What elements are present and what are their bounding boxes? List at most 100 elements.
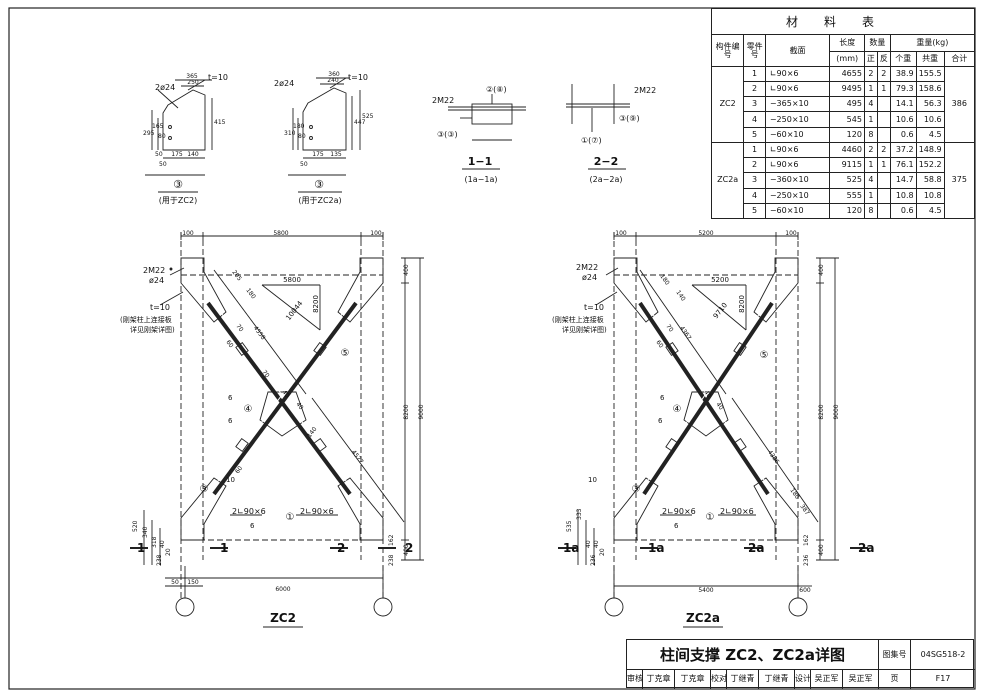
plate-zc2-left-h3: 80 bbox=[158, 133, 166, 140]
zc2a-plate-note-1: t=10 bbox=[584, 303, 604, 312]
weight-total: 10.8 bbox=[915, 187, 945, 204]
length: 120 bbox=[829, 202, 865, 220]
zc2a-weld-10: 10 bbox=[588, 476, 597, 484]
qty-neg bbox=[876, 172, 891, 189]
zc2-member-1: 2∟90×6 bbox=[232, 507, 266, 516]
zc2-cut-2-left: 2 bbox=[337, 541, 345, 555]
length: 120 bbox=[829, 126, 865, 143]
length: 495 bbox=[829, 96, 865, 113]
sheet-border bbox=[8, 7, 976, 690]
plate-zc2-left-h: 295 bbox=[143, 130, 155, 137]
header-qty-neg: 反 bbox=[876, 51, 891, 67]
zc2-plate-note-1: t=10 bbox=[150, 303, 170, 312]
weight-total: 10.6 bbox=[915, 111, 945, 128]
sheet-title: 柱间支撑 ZC2、ZC2a详图 bbox=[627, 640, 879, 670]
plate-zc2-top-inner: 250 bbox=[187, 79, 199, 86]
part-no: 3 bbox=[743, 172, 766, 189]
zc2a-weld-6b: 6 bbox=[660, 394, 665, 402]
zc2a-right-dim-1: 236 bbox=[803, 554, 810, 566]
zc2-inner-dim-6: 180 bbox=[244, 287, 257, 301]
qty-pos: 1 bbox=[863, 111, 878, 128]
zc2-weld-10: 10 bbox=[226, 476, 235, 484]
zc2a-bolt-hole: ø24 bbox=[582, 273, 597, 282]
zc2a-left-dim-3: 40 bbox=[593, 540, 600, 548]
weight-sum: 386 bbox=[943, 65, 976, 143]
weight-each: 14.7 bbox=[889, 172, 917, 189]
weight-each: 14.1 bbox=[889, 96, 917, 113]
plate-zc2a-thickness: t=10 bbox=[348, 73, 368, 82]
zc2a-slope-v: 8200 bbox=[738, 295, 746, 313]
zc2-inner-dim-5: 205 bbox=[230, 269, 243, 283]
section-2-2-label-bottom: ①(⑦) bbox=[581, 136, 602, 145]
plate-zc2-left-h2: 165 bbox=[152, 123, 164, 130]
plate-zc2-thickness: t=10 bbox=[208, 73, 228, 82]
zc2a-left-dim-0: 535 bbox=[566, 520, 573, 532]
zc2-left-dim-0: 520 bbox=[132, 520, 139, 532]
length: 555 bbox=[829, 187, 865, 204]
header-part-no: 零件号 bbox=[743, 34, 766, 67]
weight-total: 155.5 bbox=[915, 65, 945, 82]
plate-zc2a-caption: (用于ZC2a) bbox=[298, 196, 341, 205]
zc2a-dim-bottom-a: 600 bbox=[799, 587, 811, 594]
zc2-plate-note-2: (刚架柱上连接板 bbox=[120, 315, 172, 324]
zc2-dim-bottom-total: 6000 bbox=[275, 586, 290, 593]
weight-each: 0.6 bbox=[889, 202, 917, 220]
member-no: ZC2 bbox=[710, 65, 745, 143]
weight-each: 79.3 bbox=[889, 80, 917, 98]
part-no: 4 bbox=[743, 187, 766, 204]
qty-neg bbox=[876, 96, 891, 113]
zc2-bolt: 2M22 bbox=[143, 266, 165, 275]
plate-zc2a-bolt: 2ø24 bbox=[274, 79, 294, 88]
zc2-weld-6b: 6 bbox=[228, 394, 233, 402]
zc2a-dim-top-left: 100 bbox=[615, 230, 627, 237]
zc2a-cut-1-right: 1a bbox=[648, 541, 664, 555]
zc2-dim-right-total: 9000 bbox=[418, 404, 425, 419]
qty-pos: 2 bbox=[863, 141, 878, 159]
weight-each: 10.6 bbox=[889, 111, 917, 128]
zc2a-mark-5: ⑤ bbox=[760, 350, 769, 361]
zc2a-inner-dim-0: 70 bbox=[664, 323, 674, 333]
part-no: 1 bbox=[743, 141, 766, 159]
qty-neg bbox=[876, 111, 891, 128]
qty-pos: 8 bbox=[863, 202, 878, 220]
length: 545 bbox=[829, 111, 865, 128]
qty-neg bbox=[876, 187, 891, 204]
header-weight: 重量(kg) bbox=[889, 34, 976, 53]
qty-pos: 4 bbox=[863, 96, 878, 113]
header-quantity: 数量 bbox=[863, 34, 891, 53]
plate-zc2a-top-width: 360 bbox=[328, 71, 340, 78]
zc2a-title: ZC2a bbox=[686, 611, 720, 625]
length: 4460 bbox=[829, 141, 865, 159]
zc2-left-dim-5: 238 bbox=[156, 554, 163, 566]
zc2-left-dim-1: 340 bbox=[142, 526, 149, 538]
zc2a-dim-right-total: 9000 bbox=[833, 404, 840, 419]
zc2a-left-dim-4: 20 bbox=[599, 548, 606, 556]
zc2-bolt-hole: ø24 bbox=[149, 276, 164, 285]
zc2-dim-top-right: 100 bbox=[370, 230, 382, 237]
plate-zc2-right-h: 415 bbox=[214, 119, 226, 126]
zc2-weld-6a: 6 bbox=[228, 417, 233, 425]
zc2-mark-4: ④ bbox=[244, 404, 253, 415]
qty-neg: 1 bbox=[876, 80, 891, 98]
section-2-2-label-right: ③(⑨) bbox=[619, 114, 640, 123]
atlas-number: 04SG518-2 bbox=[911, 640, 975, 670]
qty-pos: 1 bbox=[863, 157, 878, 174]
section: −60×10 bbox=[764, 126, 831, 143]
part-no: 1 bbox=[743, 65, 766, 82]
detail-plate-zc2a bbox=[288, 77, 361, 176]
sig-role-4: 设计 bbox=[795, 670, 811, 689]
section: −360×10 bbox=[764, 172, 831, 189]
zc2a-inner-dim-5: 140 bbox=[674, 289, 686, 303]
zc2a-bolt: 2M22 bbox=[576, 263, 598, 272]
section: ∟90×6 bbox=[764, 80, 831, 98]
sig-role-0: 审核 bbox=[627, 670, 643, 689]
sig-name-3: 丁继青 bbox=[759, 670, 795, 689]
material-table: 材料表 构件编号 零件号 截面 长度 数量 重量(kg) (mm) 正 反 个重… bbox=[710, 7, 976, 220]
